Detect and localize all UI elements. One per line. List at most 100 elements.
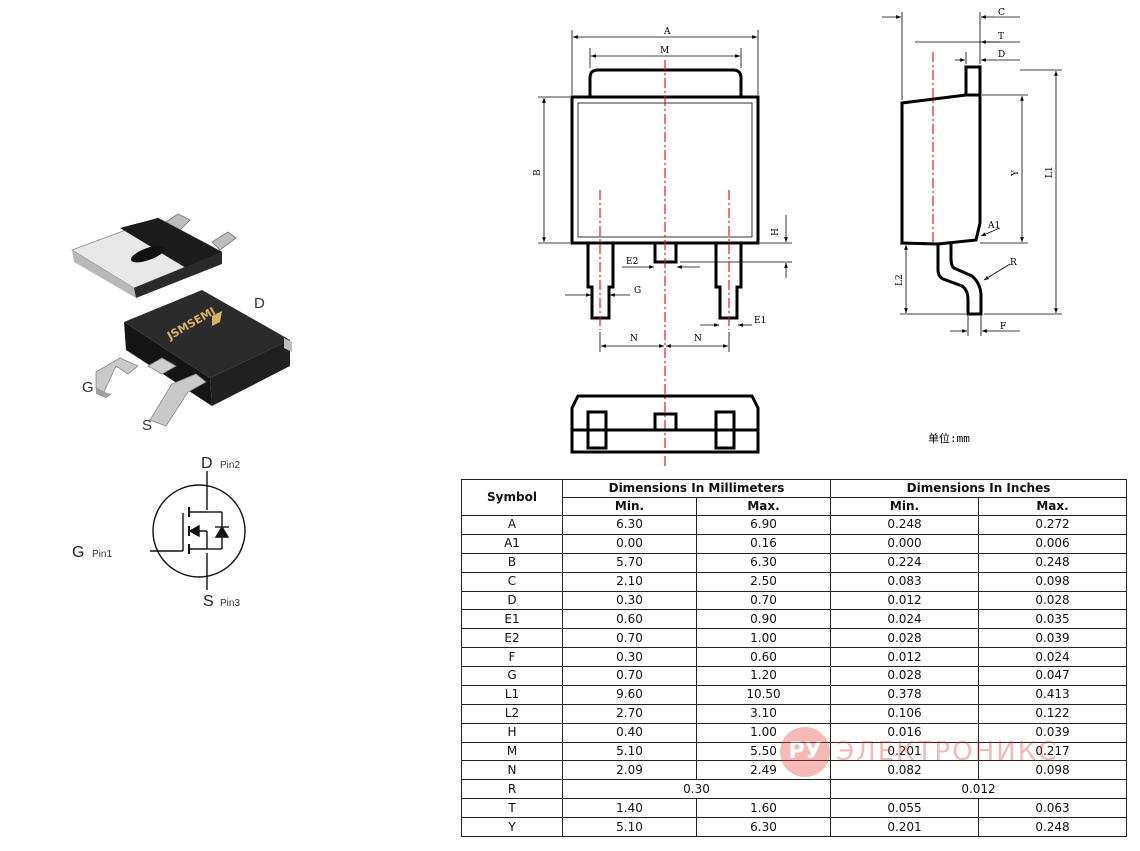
inch-value-cell: 0.012 (829, 779, 1128, 800)
inch-min-cell: 0.224 (830, 552, 979, 573)
dim-label-l1: L1 (1045, 166, 1055, 178)
dim-label-e2: E2 (626, 257, 638, 267)
dim-label-g: G (634, 286, 641, 296)
dim-label-b: B (533, 169, 543, 176)
dimensions-table: Symbol Dimensions In Millimeters Dimensi… (461, 479, 1128, 837)
package-top-view-render (71, 213, 237, 298)
symbol-cell: G (461, 666, 563, 686)
symbol-cell: T (461, 798, 563, 818)
package-3d-render: JSMSEMI D G S (71, 213, 292, 434)
front-view: A M B H E2 G E1 N N (533, 27, 792, 466)
mosfet-schematic (150, 471, 246, 590)
mm-min-cell: 9.60 (562, 684, 697, 705)
schematic-s-pin: Pin3 (220, 598, 240, 609)
mm-min-cell: 0.40 (562, 722, 697, 743)
mm-max-cell: 6.90 (696, 515, 831, 535)
inch-min-cell: 0.012 (830, 590, 979, 611)
dim-label-d: D (998, 50, 1005, 60)
lead-g-label: G (82, 379, 94, 396)
schematic-labels: D Pin2 G Pin1 S Pin3 (72, 455, 240, 610)
inch-max-cell: 0.024 (977, 647, 1128, 667)
dim-label-m: M (660, 46, 669, 56)
inch-min-cell: 0.106 (830, 703, 979, 724)
inch-max-cell: 0.098 (977, 571, 1128, 592)
mm-header: Dimensions In Millimeters (562, 479, 831, 498)
schematic-g-pin: Pin1 (92, 549, 112, 560)
dim-label-r: R (1010, 258, 1017, 268)
mm-min-cell: 2.10 (562, 571, 697, 592)
inch-max-cell: 0.248 (977, 552, 1128, 573)
mm-max-cell: 2.49 (696, 760, 831, 781)
mm-max-cell: 3.10 (696, 703, 831, 724)
schematic-s-label: S (203, 593, 214, 610)
mm-max-cell: 6.30 (696, 817, 831, 837)
mm-min-cell: 5.70 (562, 552, 697, 573)
inch-min-cell: 0.201 (830, 741, 979, 762)
mm-min-cell: 0.70 (562, 628, 697, 649)
inch-min-cell: 0.028 (830, 628, 979, 649)
mm-max-cell: 1.00 (696, 722, 831, 743)
dim-label-y: Y (1011, 169, 1021, 177)
inch-min-cell: 0.248 (830, 515, 979, 535)
symbol-cell: B (461, 552, 563, 573)
mm-min-cell: 0.70 (562, 666, 697, 686)
inch-max-cell: 0.047 (977, 666, 1128, 686)
symbol-cell: L1 (461, 684, 563, 705)
dim-label-h: H (771, 228, 781, 236)
mm-min-cell: 0.30 (562, 647, 697, 667)
mm-min-header: Min. (562, 497, 697, 516)
dim-label-t: T (998, 32, 1004, 42)
mm-min-cell: 1.40 (562, 798, 697, 818)
inch-max-cell: 0.272 (977, 515, 1128, 535)
inch-min-cell: 0.055 (830, 798, 979, 818)
mm-min-cell: 5.10 (562, 817, 697, 837)
inch-min-cell: 0.016 (830, 722, 979, 743)
mm-max-cell: 0.60 (696, 647, 831, 667)
side-view: C T D Y L1 A1 L2 R (882, 8, 1062, 336)
inch-min-cell: 0.028 (830, 666, 979, 686)
inch-min-cell: 0.082 (830, 760, 979, 781)
mm-max-cell: 0.70 (696, 590, 831, 611)
dim-label-n1: N (630, 334, 638, 344)
mm-min-cell: 0.00 (562, 533, 697, 554)
mm-min-cell: 0.30 (562, 590, 697, 611)
inch-max-cell: 0.028 (977, 590, 1128, 611)
dim-label-c: C (998, 8, 1005, 18)
dim-label-a1: A1 (987, 221, 1000, 231)
package-bottom-view-render: JSMSEMI (95, 290, 292, 427)
inch-max-cell: 0.063 (977, 798, 1128, 818)
symbol-cell: Y (461, 817, 563, 837)
mm-min-cell: 2.09 (562, 760, 697, 781)
inch-min-header: Min. (830, 497, 979, 516)
inch-max-cell: 0.413 (977, 684, 1128, 705)
symbol-cell: E1 (461, 609, 563, 630)
symbol-cell: D (461, 590, 563, 611)
lead-s-label: S (142, 417, 152, 434)
mm-max-cell: 2.50 (696, 571, 831, 592)
symbol-cell: C (461, 571, 563, 592)
mm-max-cell: 10.50 (696, 684, 831, 705)
mm-max-cell: 0.90 (696, 609, 831, 630)
mm-min-cell: 2.70 (562, 703, 697, 724)
mm-max-cell: 6.30 (696, 552, 831, 573)
mm-min-cell: 6.30 (562, 515, 697, 535)
mm-max-cell: 0.16 (696, 533, 831, 554)
inch-max-cell: 0.039 (977, 722, 1128, 743)
inch-min-cell: 0.012 (830, 647, 979, 667)
inch-max-cell: 0.248 (977, 817, 1128, 837)
schematic-d-pin: Pin2 (220, 460, 240, 471)
symbol-header: Symbol (461, 479, 563, 516)
symbol-cell: F (461, 647, 563, 667)
